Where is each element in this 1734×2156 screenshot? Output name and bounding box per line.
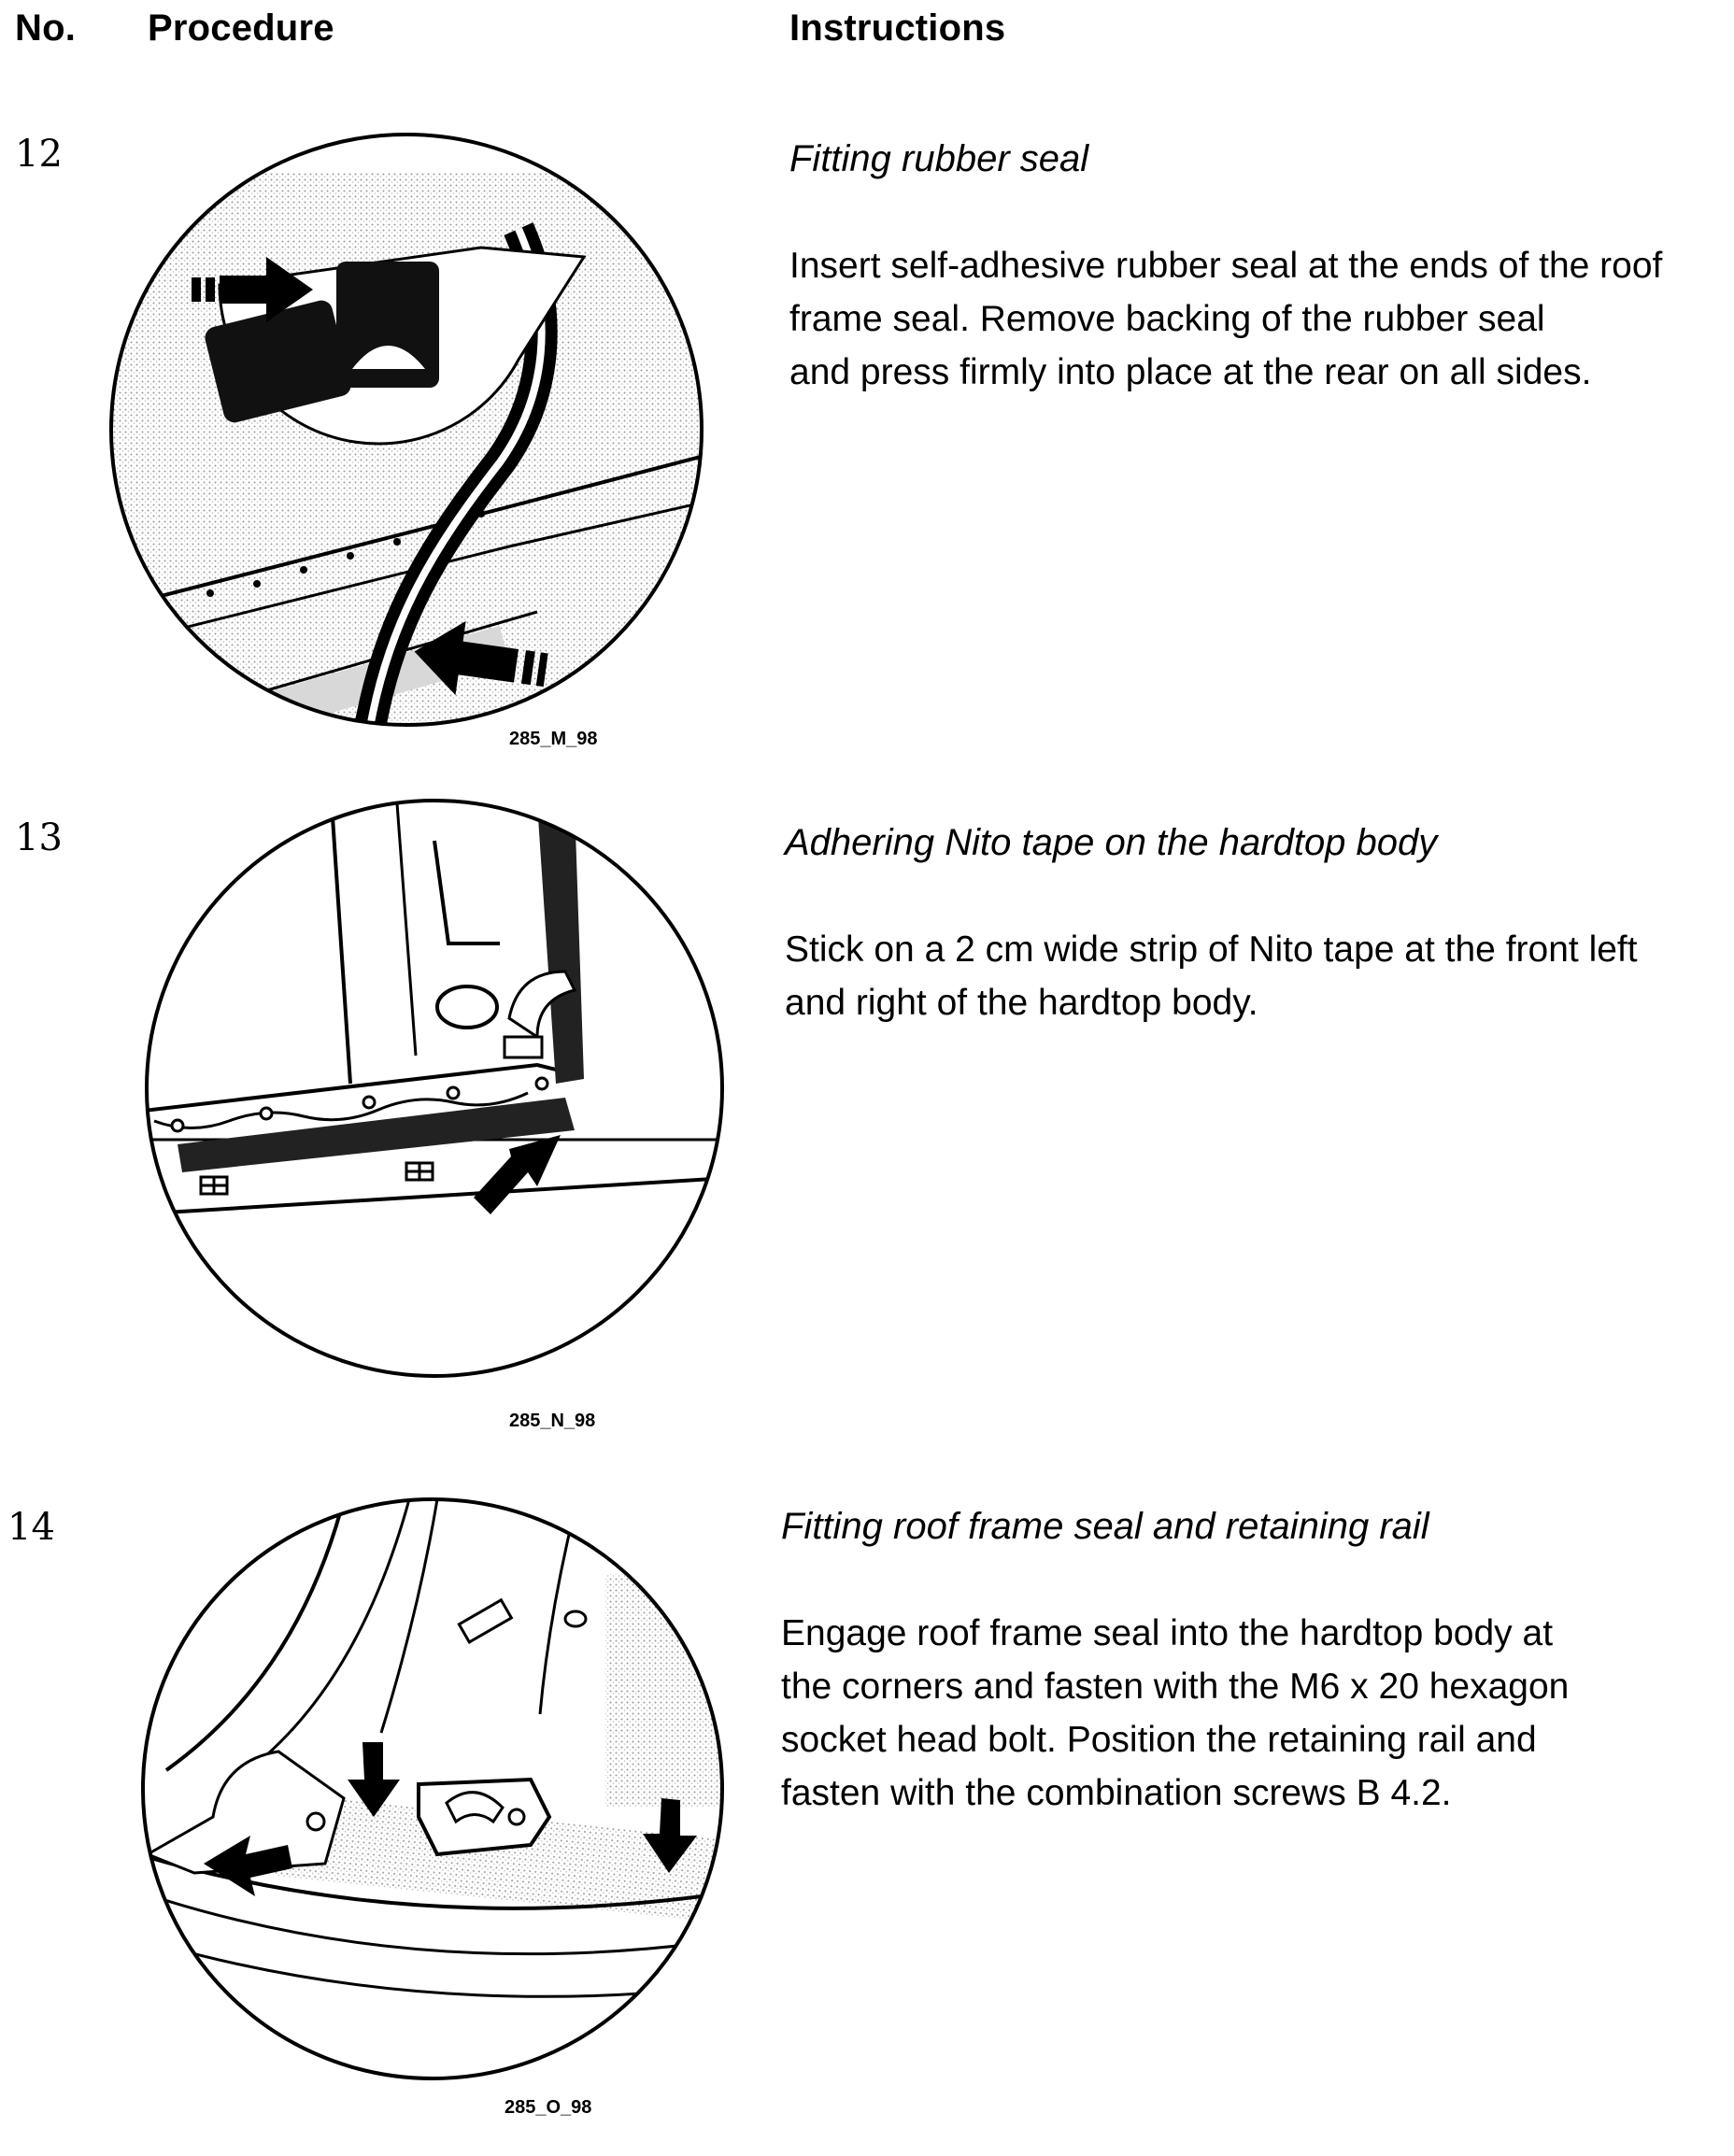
instruction-line: and press firmly into place at the rear …: [789, 352, 1592, 392]
instruction-line: Insert self-adhesive rubber seal at the …: [789, 246, 1663, 286]
instruction-line: socket head bolt. Position the retaining…: [781, 1720, 1537, 1760]
column-header-instructions: Instructions: [789, 7, 1006, 49]
step-instructions: Stick on a 2 cm wide strip of Nito tape …: [785, 923, 1638, 1029]
instruction-line: fasten with the combination screws B 4.2…: [781, 1773, 1452, 1813]
instruction-line: the corners and fasten with the M6 x 20 …: [781, 1667, 1570, 1707]
step-title: Fitting rubber seal: [789, 138, 1089, 179]
figure-code: 285_O_98: [505, 2097, 592, 2118]
step-instructions: Insert self-adhesive rubber seal at the …: [789, 239, 1662, 399]
roof-frame-seal-illustration: [141, 1497, 724, 2080]
instruction-line: frame seal. Remove backing of the rubber…: [789, 299, 1545, 339]
step-title: Fitting roof frame seal and retaining ra…: [781, 1506, 1429, 1547]
column-header-no: No.: [15, 7, 77, 49]
rubber-seal-illustration: [109, 133, 704, 727]
figure-code: 285_N_98: [509, 1411, 596, 1431]
instruction-line: Engage roof frame seal into the hardtop …: [781, 1613, 1554, 1653]
figure-code: 285_M_98: [509, 729, 598, 749]
step-title: Adhering Nito tape on the hardtop body: [785, 822, 1438, 863]
step-instructions: Engage roof frame seal into the hardtop …: [781, 1607, 1569, 1820]
nito-tape-illustration: [145, 799, 724, 1378]
step-number: 13: [15, 816, 63, 859]
step-number: 12: [15, 133, 63, 176]
step-number: 14: [7, 1506, 55, 1549]
column-header-procedure: Procedure: [148, 7, 334, 49]
instruction-line: Stick on a 2 cm wide strip of Nito tape …: [785, 929, 1638, 970]
instruction-line: and right of the hardtop body.: [785, 983, 1258, 1023]
